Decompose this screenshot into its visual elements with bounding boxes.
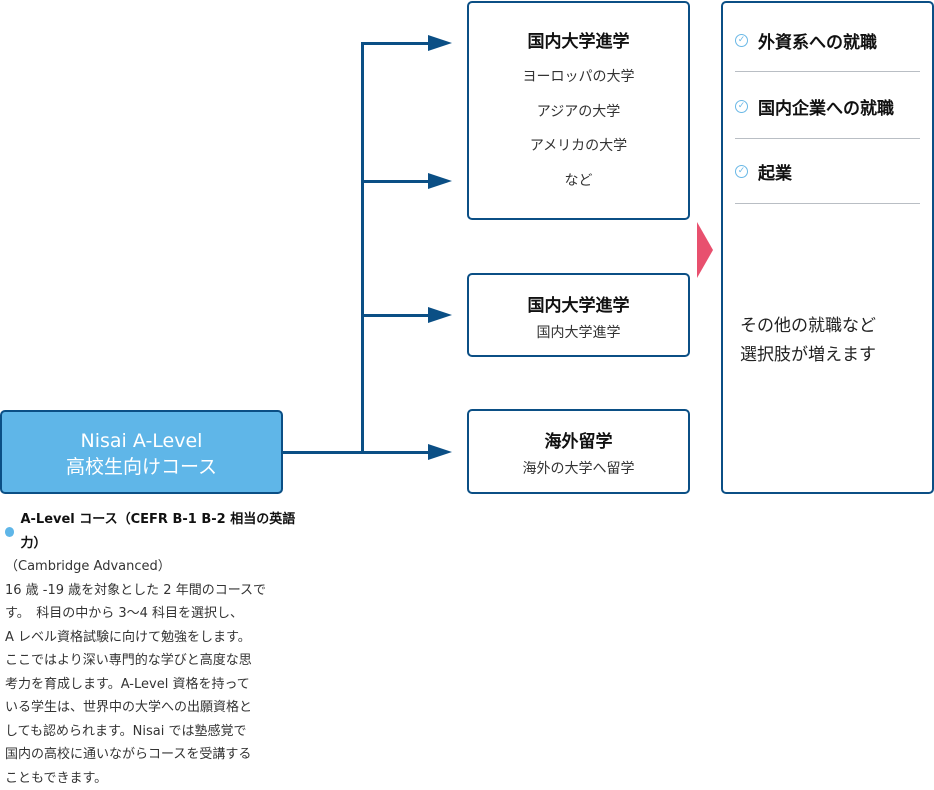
connector-line <box>283 451 363 454</box>
description-line: こともできます。 <box>5 767 305 790</box>
destination-item: アメリカの大学 <box>469 129 688 164</box>
description-line: （Cambridge Advanced） <box>5 555 305 579</box>
course-subtitle: 高校生向けコース <box>2 454 281 480</box>
arrow-head-icon <box>428 173 452 189</box>
career-item: ✓起業 <box>735 159 920 184</box>
divider <box>735 71 920 72</box>
course-description: A-Level コース（CEFR B-1 B-2 相当の英語力） （Cambri… <box>5 508 305 790</box>
check-icon: ✓ <box>735 165 748 178</box>
connector-line <box>361 180 431 183</box>
destination-item: アジアの大学 <box>469 95 688 130</box>
description-line: いる学生は、世界中の大学への出願資格と <box>5 696 305 720</box>
box-title: 海外留学 <box>469 427 688 452</box>
destination-item: ヨーロッパの大学 <box>469 60 688 95</box>
course-name: Nisai A-Level <box>2 428 281 454</box>
arrow-head-icon <box>428 35 452 51</box>
careers-box <box>721 1 934 494</box>
pink-arrow-icon <box>697 222 713 278</box>
description-line: A レベル資格試験に向けて勉強をします。 <box>5 626 305 650</box>
description-heading: A-Level コース（CEFR B-1 B-2 相当の英語力） <box>20 508 305 555</box>
box-subtitle: 海外の大学へ留学 <box>469 458 688 478</box>
connector-line <box>361 42 431 45</box>
description-line: 16 歳 -19 歳を対象とした 2 年間のコースで <box>5 579 305 603</box>
box-subtitle: 国内大学進学 <box>469 322 688 342</box>
study-abroad-box: 海外留学 海外の大学へ留学 <box>467 409 690 494</box>
arrow-head-icon <box>428 444 452 460</box>
description-line: 考力を育成します。A-Level 資格を持って <box>5 673 305 697</box>
connector-line <box>361 314 431 317</box>
check-icon: ✓ <box>735 34 748 47</box>
domestic-university-box-2: 国内大学進学 国内大学進学 <box>467 273 690 357</box>
description-line: 国内の高校に通いながらコースを受講する <box>5 743 305 767</box>
careers-note: その他の就職など選択肢が増えます <box>740 312 876 370</box>
career-item: ✓国内企業への就職 <box>735 94 920 119</box>
box-title: 国内大学進学 <box>469 291 688 316</box>
bullet-icon <box>5 527 14 537</box>
arrow-head-icon <box>428 307 452 323</box>
divider <box>735 138 920 139</box>
connector-line <box>361 42 364 454</box>
box-title: 国内大学進学 <box>469 27 688 52</box>
domestic-university-box: 国内大学進学 ヨーロッパの大学 アジアの大学 アメリカの大学 など <box>467 1 690 220</box>
destination-item: など <box>469 164 688 199</box>
description-line: しても認められます。Nisai では塾感覚で <box>5 720 305 744</box>
divider <box>735 203 920 204</box>
nisai-course-box: Nisai A-Level 高校生向けコース <box>0 410 283 494</box>
career-item: ✓外資系への就職 <box>735 28 920 53</box>
description-line: す。 科目の中から 3〜4 科目を選択し、 <box>5 602 305 626</box>
description-line: ここではより深い専門的な学びと高度な思 <box>5 649 305 673</box>
connector-line <box>361 451 431 454</box>
check-icon: ✓ <box>735 100 748 113</box>
